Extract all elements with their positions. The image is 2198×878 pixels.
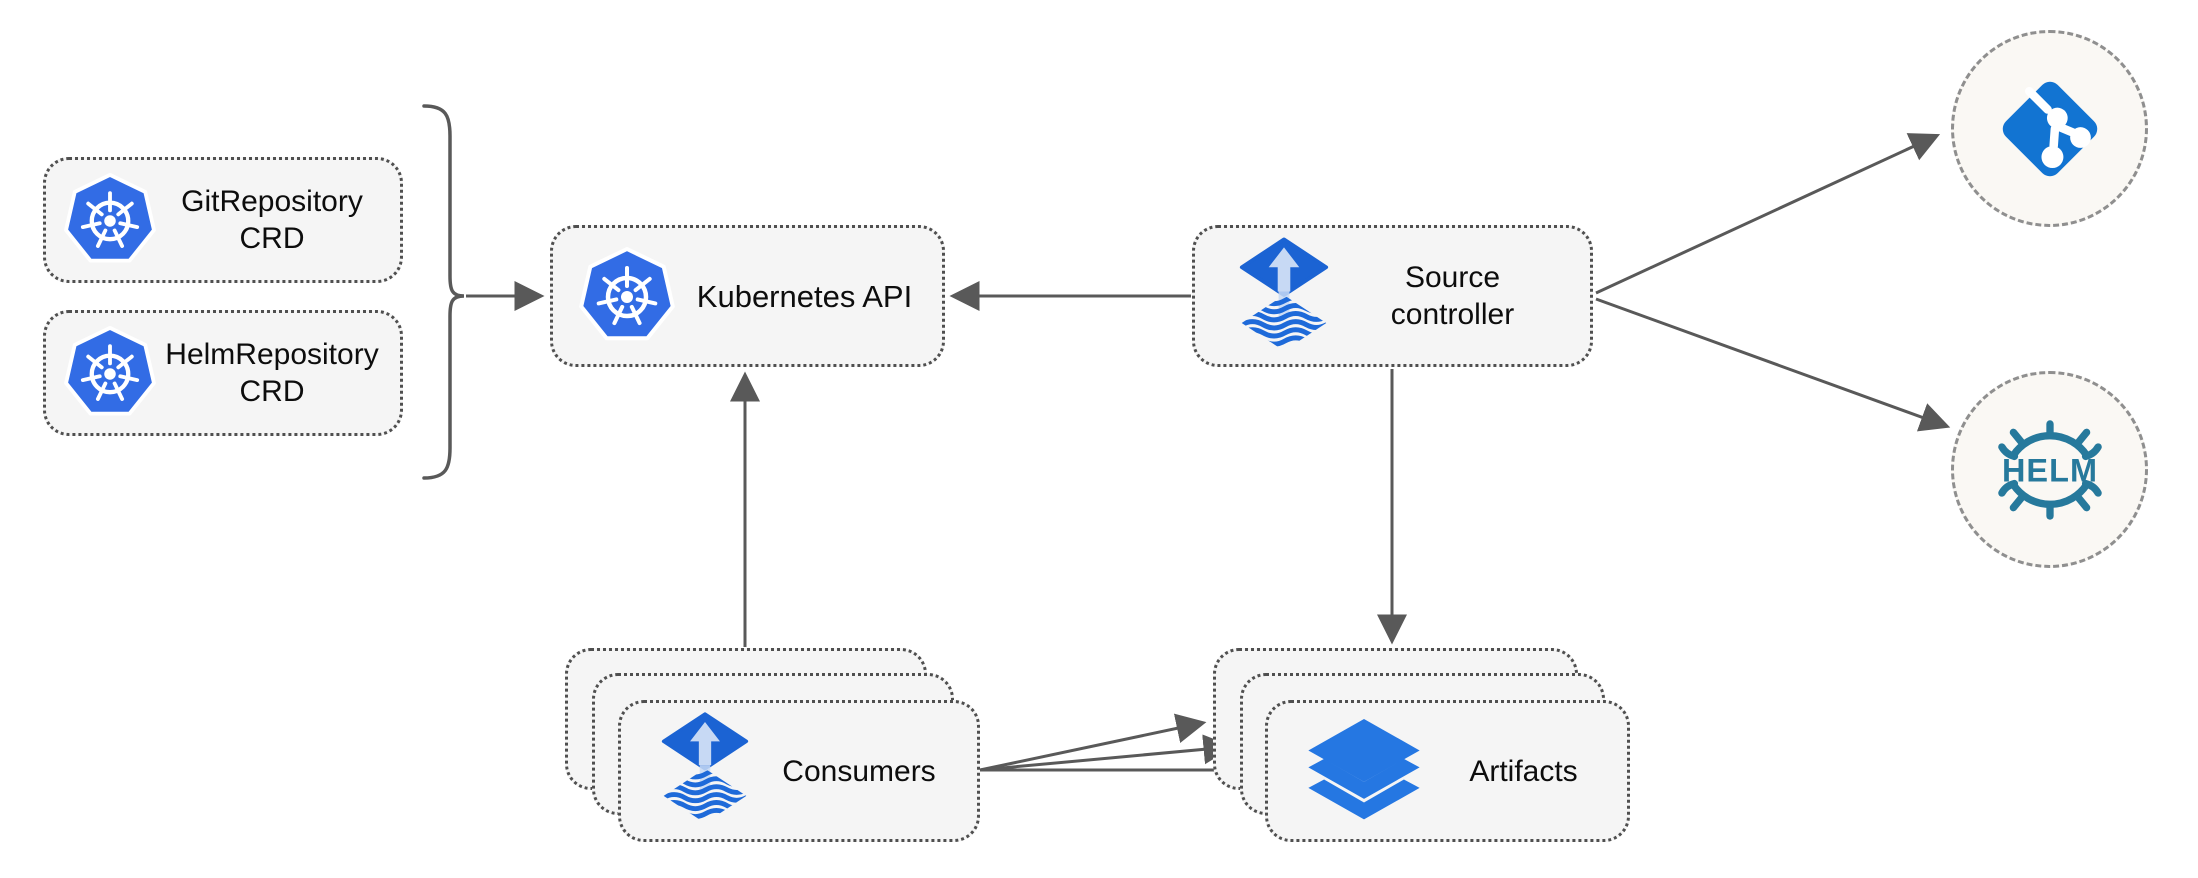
kubernetes-icon [62,325,158,421]
node-artifacts: Artifacts [1265,700,1630,842]
edge-source-controller-to-git [1595,133,1941,295]
node-label: Kubernetes API [696,278,913,314]
node-git-source [1951,30,2148,227]
edge-source-controller-to-helm [1595,297,1951,432]
kubernetes-icon [577,246,677,346]
flux-source-icon [661,712,751,830]
node-label: Consumers [782,754,936,788]
helm-logo-text: HELM [2001,452,2097,488]
node-helm-source: HELM [1951,371,2148,568]
crd-bracket [422,104,465,480]
flux-source-icon [1239,237,1329,355]
helm-icon: HELM [1982,418,2118,522]
edge-consumers-to-artifacts-1 [979,713,1207,772]
node-kubernetes-api: Kubernetes API [550,225,945,367]
layers-icon [1298,719,1430,823]
git-icon [1989,68,2111,190]
node-label: Artifacts [1469,754,1578,788]
edge-consumers-to-artifacts-2 [979,734,1234,772]
node-consumers: Consumers [618,700,980,842]
kubernetes-icon [62,172,158,268]
